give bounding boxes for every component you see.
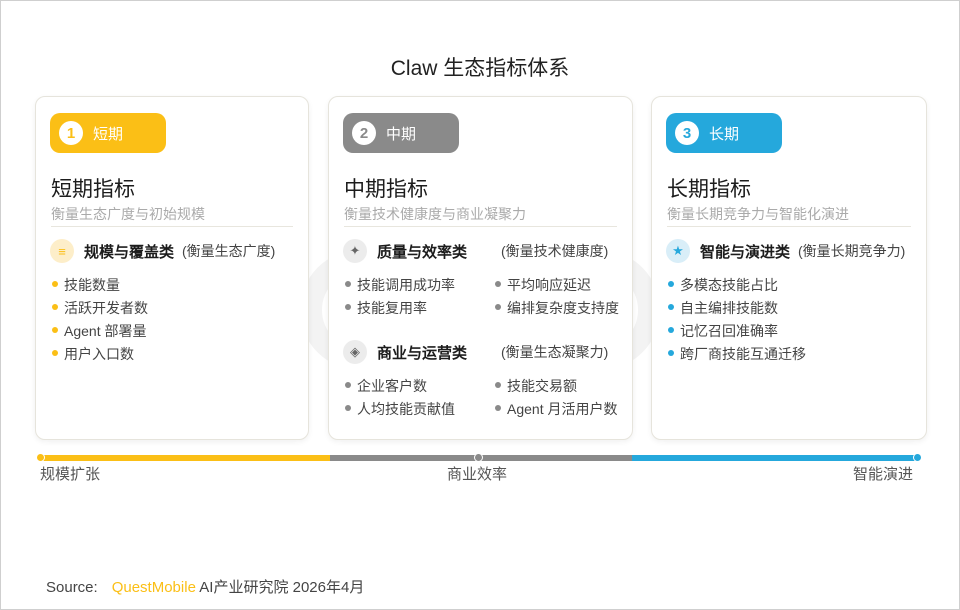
- category-quality-efficiency: ✦ 质量与效率类 (衡量技术健康度): [343, 238, 608, 264]
- metric-list-left: 技能调用成功率 技能复用率: [345, 274, 455, 320]
- list-icon: ≡: [50, 239, 74, 263]
- source-brand: QuestMobile: [111, 579, 196, 596]
- list-item: 记忆召回准确率: [668, 320, 806, 343]
- step-number: 1: [59, 121, 83, 145]
- sparkle-icon: ✦: [343, 239, 367, 263]
- category-note: (衡量技术健康度): [501, 243, 609, 259]
- mid-term-badge: 2 中期: [343, 113, 459, 153]
- long-term-badge: 3 长期: [666, 113, 782, 153]
- timeline-start-dot: [36, 453, 45, 462]
- category-note: (衡量长期竞争力): [798, 243, 906, 259]
- card-heading: 短期指标: [51, 178, 135, 201]
- long-term-card: 3 长期 长期指标 衡量长期竞争力与智能化演进 ★ 智能与演进类 (衡量长期竞争…: [651, 96, 927, 440]
- list-item: 企业客户数: [345, 375, 455, 398]
- timeline-mid-dot: [474, 453, 483, 462]
- list-item: 平均响应延迟: [495, 274, 619, 297]
- badge-label: 短期: [93, 125, 124, 143]
- diamond-icon: ◈: [343, 340, 367, 364]
- card-heading: 中期指标: [344, 178, 428, 201]
- source-rest: AI产业研究院 2026年4月: [199, 579, 365, 596]
- badge-label: 长期: [709, 125, 740, 143]
- list-item: 技能调用成功率: [345, 274, 455, 297]
- list-item: 跨厂商技能互通迁移: [668, 343, 806, 366]
- metric-list-left: 企业客户数 人均技能贡献值: [345, 375, 455, 421]
- list-item: 编排复杂度支持度: [495, 297, 619, 320]
- timeline-label-scale: 规模扩张: [40, 466, 101, 483]
- card-subtitle: 衡量长期竞争力与智能化演进: [667, 206, 849, 222]
- category-name: 商业与运营类: [377, 344, 468, 362]
- list-item: 技能交易额: [495, 375, 617, 398]
- step-number: 2: [352, 121, 376, 145]
- list-item: 活跃开发者数: [52, 297, 148, 320]
- category-name: 规模与覆盖类: [84, 243, 175, 261]
- step-number: 3: [675, 121, 699, 145]
- timeline-segment-short: [40, 455, 330, 461]
- page-title: Claw 生态指标体系: [390, 57, 570, 80]
- category-intelligence-evolution: ★ 智能与演进类 (衡量长期竞争力): [666, 238, 905, 264]
- card-subtitle: 衡量技术健康度与商业凝聚力: [344, 206, 526, 222]
- timeline-segment-long: [632, 455, 918, 461]
- category-scale-coverage: ≡ 规模与覆盖类 (衡量生态广度): [50, 238, 275, 264]
- badge-label: 中期: [386, 125, 417, 143]
- category-name: 质量与效率类: [377, 243, 468, 261]
- category-business-operations: ◈ 商业与运营类 (衡量生态凝聚力): [343, 339, 608, 365]
- list-item: 人均技能贡献值: [345, 398, 455, 421]
- source-note: Source: QuestMobile AI产业研究院 2026年4月: [46, 576, 364, 597]
- metric-list-right: 平均响应延迟 编排复杂度支持度: [495, 274, 619, 320]
- category-note: (衡量生态广度): [182, 243, 276, 259]
- timeline-end-dot: [913, 453, 922, 462]
- card-subtitle: 衡量生态广度与初始规模: [51, 206, 205, 222]
- mid-term-card: 2 中期 中期指标 衡量技术健康度与商业凝聚力 ✦ 质量与效率类 (衡量技术健康…: [328, 96, 633, 440]
- metric-list: 多模态技能占比 自主编排技能数 记忆召回准确率 跨厂商技能互通迁移: [668, 274, 806, 366]
- list-item: 多模态技能占比: [668, 274, 806, 297]
- source-prefix: Source:: [46, 579, 98, 596]
- card-heading: 长期指标: [667, 178, 751, 201]
- list-item: 技能数量: [52, 274, 148, 297]
- list-item: 技能复用率: [345, 297, 455, 320]
- metric-list: 技能数量 活跃开发者数 Agent 部署量 用户入口数: [52, 274, 148, 366]
- divider: [344, 226, 617, 227]
- short-term-badge: 1 短期: [50, 113, 166, 153]
- list-item: Agent 部署量: [52, 320, 148, 343]
- list-item: Agent 月活用户数: [495, 398, 617, 421]
- divider: [51, 226, 293, 227]
- metric-list-right: 技能交易额 Agent 月活用户数: [495, 375, 617, 421]
- timeline-label-intelligence: 智能演进: [853, 466, 914, 483]
- list-item: 用户入口数: [52, 343, 148, 366]
- divider: [667, 226, 911, 227]
- short-term-card: 1 短期 短期指标 衡量生态广度与初始规模 ≡ 规模与覆盖类 (衡量生态广度) …: [35, 96, 309, 440]
- star-icon: ★: [666, 239, 690, 263]
- timeline-label-business: 商业效率: [447, 466, 508, 483]
- progress-timeline: [36, 453, 922, 462]
- list-item: 自主编排技能数: [668, 297, 806, 320]
- category-note: (衡量生态凝聚力): [501, 344, 609, 360]
- category-name: 智能与演进类: [700, 243, 791, 261]
